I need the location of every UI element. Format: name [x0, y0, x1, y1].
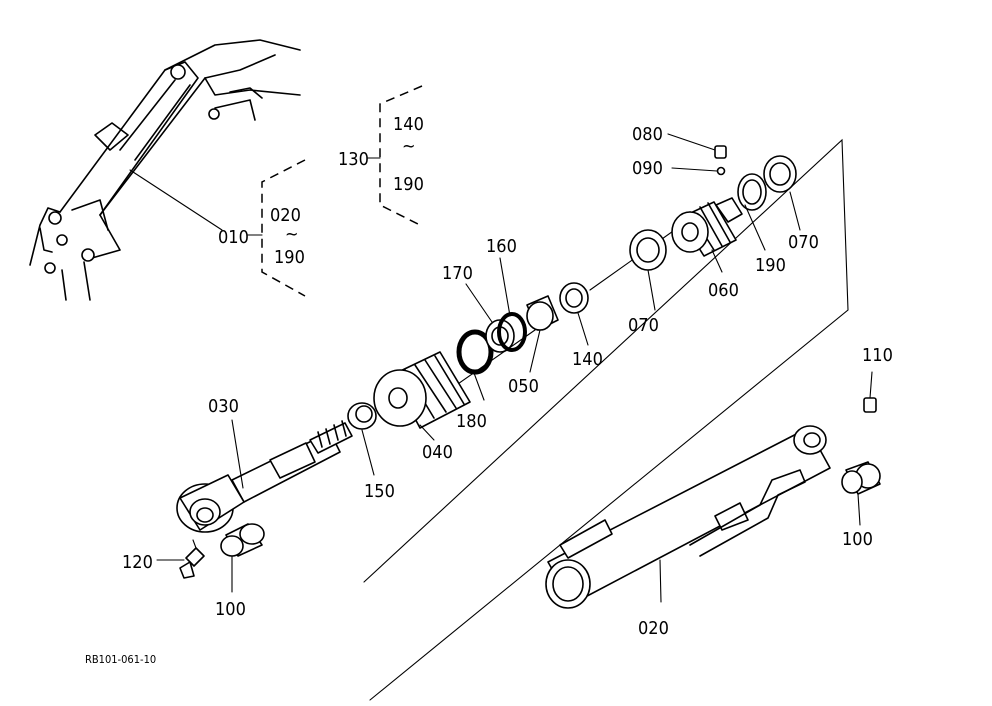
bracket-130 [367, 85, 423, 227]
label-160: 160 [486, 236, 517, 257]
rings-170-160 [485, 312, 527, 353]
label-170: 170 [442, 263, 473, 284]
cylinder-tube-020 [545, 425, 831, 609]
ball-090 [716, 166, 726, 176]
group-frame [363, 138, 849, 701]
figure-code: RB101-061-10 [85, 653, 156, 666]
boom-arm-illustration [29, 39, 301, 301]
bushing-100-left [220, 523, 265, 557]
label-070-right: 070 [788, 232, 819, 253]
bracket-010 [247, 159, 306, 297]
label-140: 140 [572, 349, 603, 370]
label-020-bracket: 020 [270, 205, 301, 226]
seal-070-middle [629, 229, 667, 271]
seal-070-right [763, 155, 797, 193]
label-100-right: 100 [842, 529, 873, 550]
label-010: 010 [218, 227, 249, 248]
label-030: 030 [208, 396, 239, 417]
leader-lines [156, 133, 861, 593]
label-050: 050 [508, 376, 539, 397]
nut-150 [347, 402, 377, 430]
label-190-bracket-2: 190 [393, 174, 424, 195]
plug-080 [714, 145, 727, 159]
collar-050 [526, 295, 559, 331]
label-150: 150 [364, 481, 395, 502]
grease-nipple-110 [863, 371, 877, 413]
ring-190-right [737, 173, 767, 211]
piston-rod-030 [176, 420, 353, 533]
label-tilde-2: ~ [402, 136, 416, 157]
o-ring-180 [456, 329, 494, 375]
label-070-middle: 070 [628, 315, 659, 336]
piston-040 [373, 351, 471, 429]
label-140-bracket: 140 [393, 114, 424, 135]
label-120: 120 [122, 552, 153, 573]
spacer-140 [559, 282, 589, 314]
label-180: 180 [456, 411, 487, 432]
label-190-bracket: 190 [274, 247, 305, 268]
label-090: 090 [632, 158, 663, 179]
grease-nipple-120 [179, 539, 205, 579]
label-060: 060 [708, 280, 739, 301]
label-080: 080 [632, 124, 663, 145]
label-100-left: 100 [215, 599, 246, 620]
label-tilde-1: ~ [285, 224, 299, 245]
rod-cover-060 [671, 197, 743, 257]
bushing-100-right [841, 461, 881, 495]
label-110: 110 [862, 345, 893, 366]
label-190-right: 190 [755, 255, 786, 276]
label-130: 130 [338, 149, 369, 170]
label-040: 040 [422, 442, 453, 463]
label-020-tube: 020 [638, 618, 669, 639]
